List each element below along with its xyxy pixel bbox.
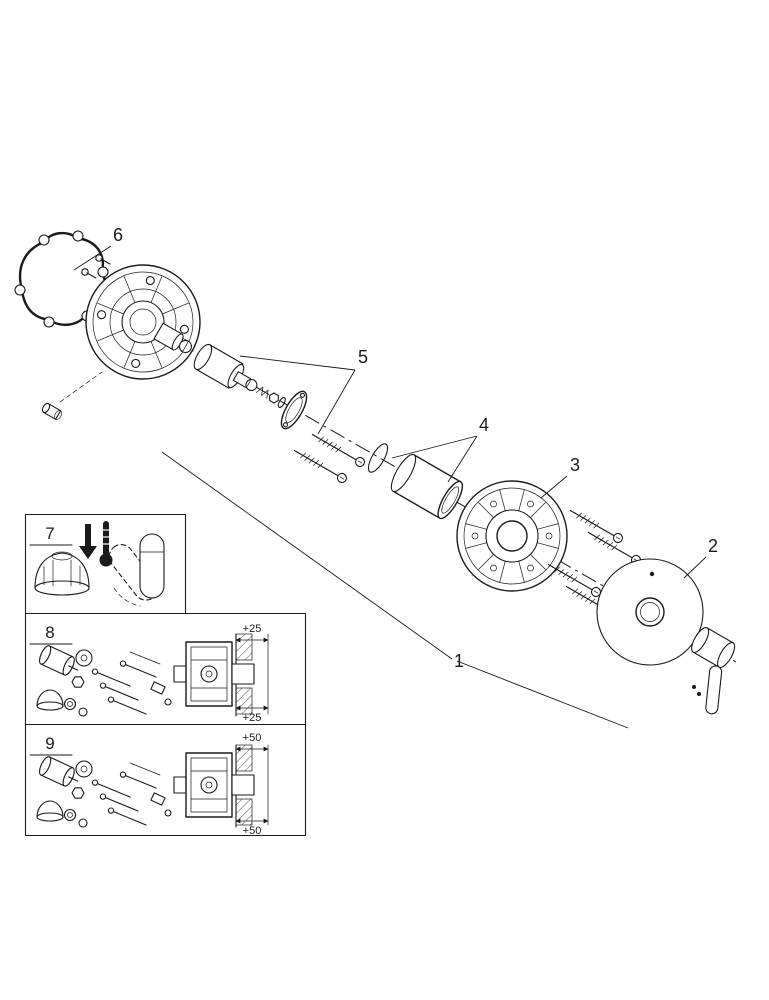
callout-label-5: 5 bbox=[358, 347, 368, 367]
o-ring bbox=[367, 443, 389, 473]
callout-label-2: 2 bbox=[708, 536, 718, 556]
handle-screw-dot bbox=[697, 692, 701, 696]
fixing-screw bbox=[309, 430, 367, 469]
dimension-label-bottom: +25 bbox=[243, 712, 262, 724]
cartridge-stem bbox=[153, 322, 192, 354]
installation-depth-diagram-50: +50 +50 bbox=[173, 732, 269, 837]
thermometer-icon bbox=[99, 521, 113, 567]
inset-box-7-label: 7 bbox=[45, 524, 54, 543]
callout-label-4: 4 bbox=[479, 415, 489, 435]
inset-box-7: 7 bbox=[24, 513, 187, 615]
callout-3: 3 bbox=[540, 455, 580, 499]
cover-escutcheon-part-2 bbox=[596, 558, 704, 666]
rough-in-valve-body bbox=[85, 264, 201, 380]
dimension-label-top: +50 bbox=[243, 732, 262, 744]
fixing-screw bbox=[291, 446, 349, 485]
installation-depth-diagram-25: +25 +25 bbox=[173, 623, 269, 724]
callout-2: 2 bbox=[683, 536, 718, 579]
plug-part bbox=[41, 371, 103, 420]
callout-label-3: 3 bbox=[570, 455, 580, 475]
cartridge-part-5 bbox=[193, 343, 286, 408]
lever-handle bbox=[691, 627, 736, 715]
inset-box-9-label: 9 bbox=[45, 734, 54, 753]
down-arrow-icon bbox=[79, 524, 97, 559]
cartridge-stop-ring bbox=[280, 390, 308, 430]
exploded-assembly: 6 5 4 3 2 1 bbox=[14, 225, 737, 729]
callout-1: 1 bbox=[161, 451, 629, 729]
callout-6: 6 bbox=[73, 225, 123, 271]
lever-handle-rotation bbox=[108, 533, 165, 607]
parts-kit-illustration bbox=[36, 754, 172, 828]
inset-box-8-label: 8 bbox=[45, 623, 54, 642]
rotation-arc bbox=[113, 587, 141, 607]
lever-handle-dashed bbox=[108, 544, 159, 601]
parts-kit-illustration bbox=[36, 643, 172, 717]
extension-sleeve-part-4 bbox=[390, 453, 464, 520]
inset-box-9: 9 +50 +50 bbox=[24, 723, 307, 837]
mounting-flange-part-3 bbox=[456, 480, 568, 592]
callout-label-6: 6 bbox=[113, 225, 123, 245]
dimension-label-top: +25 bbox=[243, 623, 262, 635]
stop-ring-cap bbox=[34, 551, 90, 596]
callout-5: 5 bbox=[239, 347, 368, 435]
handle-screw-dot bbox=[692, 685, 696, 689]
callout-label-1: 1 bbox=[454, 651, 464, 671]
logo-dot bbox=[649, 571, 655, 577]
callout-4: 4 bbox=[391, 415, 489, 483]
body-bolt bbox=[95, 254, 111, 265]
inset-box-9-border bbox=[24, 723, 307, 837]
dimension-label-bottom: +50 bbox=[243, 825, 262, 837]
inset-box-8: 8 +25 +25 bbox=[24, 612, 307, 726]
fixing-screw bbox=[585, 528, 643, 567]
lever-handle-solid bbox=[139, 533, 165, 599]
body-bolt bbox=[81, 268, 97, 279]
